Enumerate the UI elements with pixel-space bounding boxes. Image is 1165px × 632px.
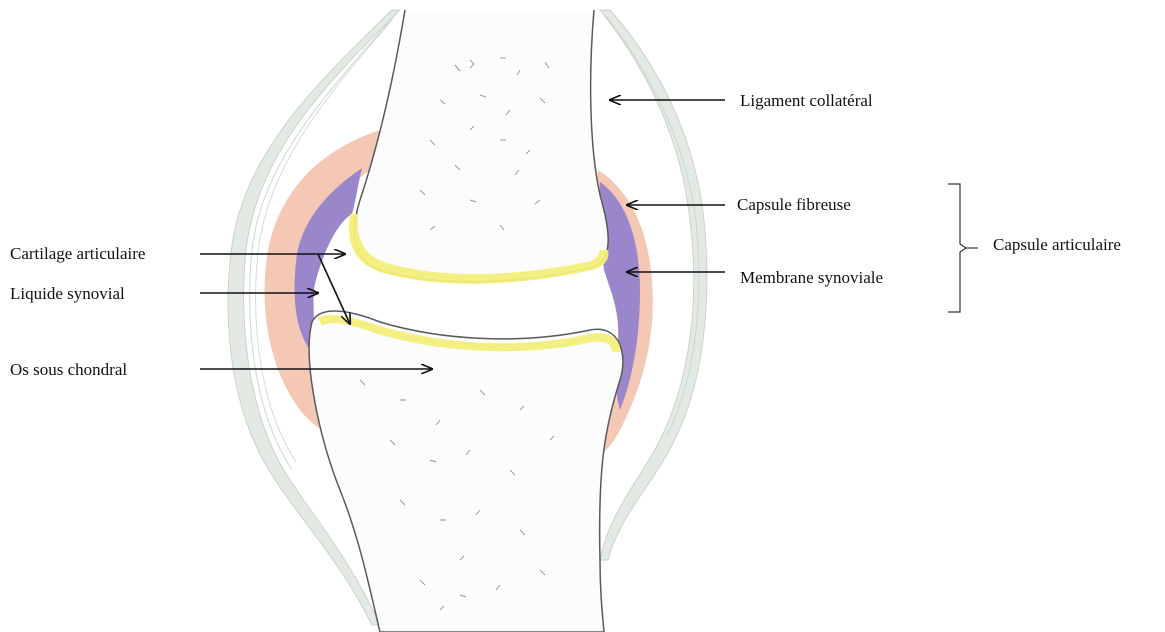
label-membrane-synoviale: Membrane synoviale [740,268,883,288]
upper-bone [354,10,608,282]
capsule-bracket [948,184,966,312]
label-liquide-synovial: Liquide synovial [10,284,125,304]
label-ligament-collateral: Ligament collatéral [740,91,873,111]
label-capsule-articulaire: Capsule articulaire [993,235,1121,255]
label-capsule-fibreuse: Capsule fibreuse [737,195,851,215]
label-cartilage-articulaire: Cartilage articulaire [10,244,145,264]
label-os-sous-chondral: Os sous chondral [10,360,127,380]
